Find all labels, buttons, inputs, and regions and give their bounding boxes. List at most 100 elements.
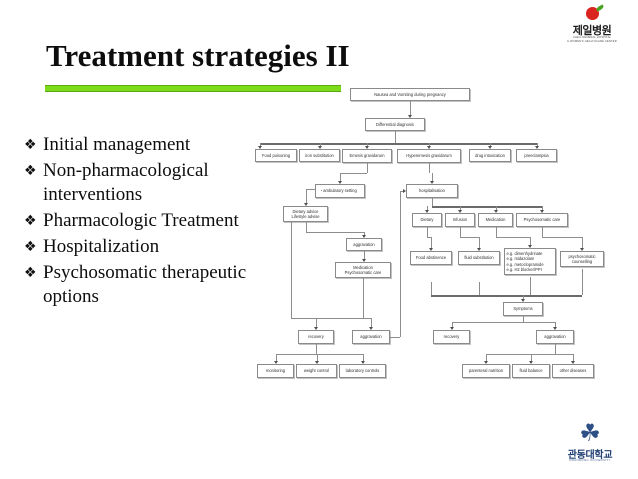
cheil-general-hospital-logo: 제일병원 CHEIL GENERAL HOSPITAL & WOMEN'S HE… (560, 4, 624, 50)
flow-edge (573, 354, 574, 361)
flow-edge (260, 143, 261, 146)
flow-node-n31: fluid balance (512, 364, 550, 378)
flow-edge (531, 354, 532, 361)
flow-edge (362, 354, 364, 361)
flow-edge (523, 295, 524, 299)
flow-edge (495, 206, 497, 210)
flow-arrowhead-right (402, 189, 406, 194)
flow-node-n4: iron substitution (299, 149, 340, 162)
flow-node-n16: aggravation (346, 238, 382, 251)
flow-edge (582, 269, 583, 295)
flow-edge (486, 354, 487, 361)
hospital-logo-subtitle-2: & WOMEN'S HEALTHCARE CENTER (567, 40, 617, 43)
flow-edge (486, 354, 573, 355)
flow-edge (479, 237, 480, 248)
flow-arrowhead-down (338, 180, 343, 184)
flow-node-n9: ambulatory setting (315, 184, 365, 198)
flow-node-n12: Dietary (412, 213, 442, 227)
flow-node-n28: weight control (296, 364, 337, 378)
flow-arrowhead-down (571, 360, 576, 364)
page-title: Treatment strategies II (46, 38, 350, 73)
bullet-item-label: Psychosomatic therapeutic options (43, 262, 247, 307)
flow-arrowhead-down (477, 247, 482, 251)
flow-edge (427, 206, 428, 210)
flow-arrowhead-down (458, 209, 463, 213)
flow-edge (364, 232, 365, 235)
diamond-bullet-icon: ❖ (24, 213, 37, 229)
flow-edge (460, 227, 461, 237)
flow-arrowhead-down (427, 145, 432, 149)
flow-edge (460, 237, 479, 238)
flow-edge (431, 295, 582, 297)
leaf-icon (595, 4, 605, 12)
flow-edge (427, 227, 428, 237)
flow-arrowhead-down (303, 202, 308, 206)
flow-arrowhead-down (534, 145, 539, 149)
flow-edge (367, 163, 368, 173)
flow-arrowhead-down (493, 209, 498, 213)
flow-node-n3: Food poisoning (255, 149, 297, 162)
tree-icon: ☘ (579, 419, 601, 447)
flow-edge (340, 173, 341, 181)
flow-arrowhead-down (425, 209, 430, 213)
flow-edge (410, 101, 411, 115)
flow-arrowhead-down (540, 209, 545, 213)
hospital-logo-subtitle-1: CHEIL GENERAL HOSPITAL (572, 36, 612, 39)
flow-edge (432, 198, 433, 206)
flow-node-n6: Hyperemesis gravidarum (397, 149, 461, 163)
bullet-item-label: Non-pharmacological interventions (43, 160, 209, 205)
flow-edge (305, 232, 364, 233)
flow-edge (390, 337, 400, 338)
flow-node-n23: recovery (298, 330, 334, 344)
flow-arrowhead-down (429, 247, 434, 251)
flow-arrowhead-down (258, 145, 263, 149)
flow-node-n17: Medication Psychosomatic care (335, 262, 391, 278)
flow-node-n11: Dietary advice Lifestyle advise (283, 206, 328, 222)
flow-edge (291, 318, 371, 319)
flow-edge (582, 237, 583, 248)
university-logo-subtitle: KWANDONG UNIVERSITY (569, 458, 611, 462)
flow-arrowhead-down (449, 326, 454, 330)
flow-edge (340, 173, 367, 174)
flow-arrowhead-down (580, 247, 585, 251)
flow-node-n26: aggravation (536, 330, 574, 344)
flow-edge (364, 251, 365, 259)
flow-node-n32: other diseases (552, 364, 594, 378)
flow-edge (400, 191, 401, 337)
flow-edge (555, 344, 556, 354)
flow-edge (431, 282, 432, 295)
diamond-bullet-icon: ❖ (24, 265, 37, 281)
flow-node-n18: Food abstinence (410, 251, 452, 265)
flow-edge (479, 282, 480, 295)
flow-edge (530, 237, 531, 245)
flow-node-n21: psychosomatic counselling (560, 251, 604, 267)
flow-arrowhead-down (484, 360, 489, 364)
flow-node-n10: hospitalisation (406, 184, 458, 198)
bullet-item-1: ❖Initial management (24, 133, 252, 157)
flow-arrowhead-down (365, 145, 370, 149)
flow-edge (291, 222, 292, 318)
flow-arrowhead-down (430, 180, 435, 184)
flow-edge (460, 206, 461, 210)
diamond-bullet-icon: ❖ (24, 239, 37, 255)
flow-arrowhead-down (314, 326, 319, 330)
flow-edge (431, 237, 432, 248)
flow-edge (432, 173, 433, 181)
flow-edge (400, 191, 403, 192)
flow-arrowhead-down (408, 114, 413, 118)
flow-edge (495, 227, 497, 237)
flow-edge (555, 322, 556, 327)
flow-arrowhead-down (369, 326, 374, 330)
flow-edge (316, 318, 317, 327)
flow-edge (542, 206, 543, 210)
flow-edge (490, 143, 491, 146)
title-underline-rule (45, 85, 341, 92)
flow-edge (542, 237, 582, 238)
bullet-item-label: Initial management (43, 134, 191, 155)
flow-edge (305, 189, 307, 203)
bullet-item-5: ❖ Psychosomatic therapeutic options (24, 261, 252, 309)
bullet-item-label: Hospitalization (43, 236, 160, 257)
diamond-bullet-icon: ❖ (24, 163, 37, 179)
flow-arrowhead-down (360, 360, 365, 364)
